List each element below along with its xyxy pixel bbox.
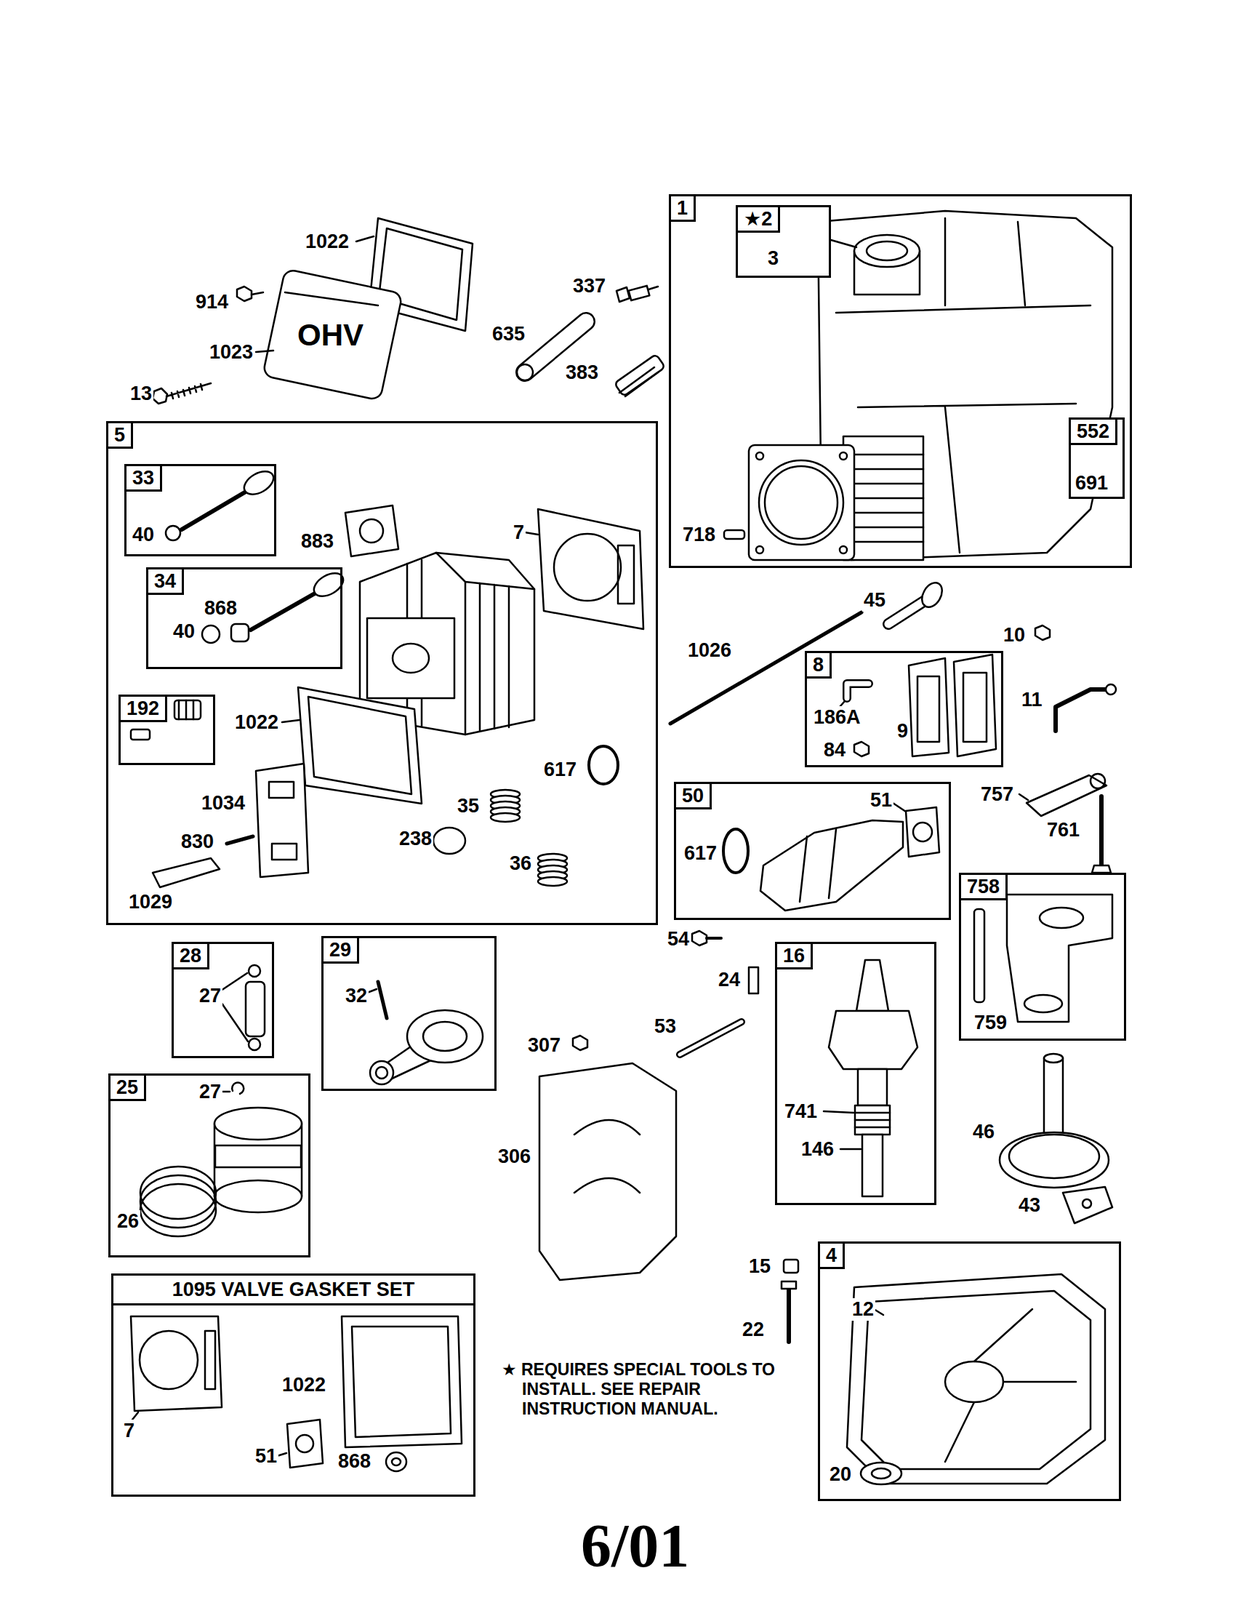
install-note: ★ REQUIRES SPECIAL TOOLS TO INSTALL. SEE… bbox=[501, 1359, 794, 1419]
group-number: 8 bbox=[806, 652, 832, 679]
callout-number: 26 bbox=[115, 1209, 141, 1233]
group-number: 5 bbox=[108, 423, 134, 449]
callout-number: 759 bbox=[972, 1011, 1009, 1034]
group-heading: 1095 VALVE GASKET SET bbox=[113, 1275, 474, 1305]
callout-number: 868 bbox=[336, 1449, 373, 1473]
callout-number: 306 bbox=[496, 1145, 533, 1168]
callout-number: 9 bbox=[895, 719, 910, 743]
part-group-box: ★2 bbox=[735, 205, 831, 278]
group-number: 16 bbox=[777, 943, 813, 970]
callout-number: 914 bbox=[194, 290, 230, 314]
part-group-box: 1 ★2 552 bbox=[668, 194, 1132, 568]
group-number: 50 bbox=[676, 783, 712, 810]
callout-number: 617 bbox=[682, 841, 719, 865]
group-number: 25 bbox=[110, 1075, 147, 1101]
callout-number: 1022 bbox=[303, 230, 351, 253]
callout-number: 691 bbox=[1073, 471, 1110, 495]
callout-number: 238 bbox=[397, 827, 434, 850]
part-group-box: 4 bbox=[817, 1240, 1122, 1501]
callout-number: 54 bbox=[665, 927, 691, 951]
callout-number: 32 bbox=[343, 984, 369, 1007]
callout-number: 27 bbox=[197, 1080, 223, 1103]
page-date: 6/01 bbox=[580, 1510, 690, 1581]
callout-number: 15 bbox=[747, 1254, 773, 1278]
callout-number: 7 bbox=[122, 1419, 136, 1442]
callout-number: 20 bbox=[828, 1462, 853, 1486]
callout-number: 10 bbox=[1001, 623, 1027, 647]
part-group-box: 16 bbox=[774, 941, 937, 1205]
callout-number: 35 bbox=[455, 794, 481, 818]
callout-number: 883 bbox=[299, 529, 336, 553]
callout-number: 1022 bbox=[280, 1373, 328, 1396]
callout-number: 36 bbox=[508, 852, 533, 875]
group-number: 4 bbox=[820, 1243, 845, 1269]
group-number: 33 bbox=[126, 466, 163, 492]
group-number: 34 bbox=[148, 569, 184, 595]
callout-number: 12 bbox=[850, 1297, 876, 1321]
part-group-box: 34 bbox=[146, 567, 343, 669]
callout-number: 40 bbox=[171, 620, 197, 643]
callout-number: 11 bbox=[1019, 688, 1044, 712]
callout-number: 13 bbox=[128, 382, 154, 405]
callout-number: 1023 bbox=[207, 340, 255, 364]
callout-number: 84 bbox=[822, 738, 847, 762]
callout-number: 51 bbox=[253, 1444, 279, 1468]
group-number: 29 bbox=[323, 937, 360, 964]
part-group-box: 29 bbox=[321, 935, 497, 1091]
callout-number: 635 bbox=[490, 322, 527, 346]
part-group-box: 192 bbox=[118, 694, 216, 765]
callout-number: 1022 bbox=[233, 711, 280, 734]
callout-number: 186A bbox=[812, 705, 863, 729]
callout-number: 617 bbox=[542, 758, 578, 781]
callout-number: 46 bbox=[971, 1120, 996, 1143]
group-number: 1 bbox=[671, 196, 696, 222]
callout-number: 741 bbox=[782, 1099, 819, 1123]
callout-number: 307 bbox=[526, 1033, 562, 1057]
part-group-box: 28 bbox=[171, 941, 275, 1058]
callout-number: 53 bbox=[652, 1014, 678, 1038]
group-number: 28 bbox=[173, 943, 210, 970]
callout-number: 45 bbox=[862, 588, 887, 612]
cover-lettering: OHV bbox=[295, 318, 365, 352]
callout-number: 383 bbox=[564, 361, 600, 384]
callout-number: 1034 bbox=[199, 791, 247, 815]
callout-number: 27 bbox=[197, 984, 223, 1007]
callout-number: 3 bbox=[766, 247, 781, 270]
callout-number: 1026 bbox=[686, 639, 733, 662]
group-number: 758 bbox=[961, 874, 1008, 901]
callout-number: 40 bbox=[130, 523, 156, 546]
callout-number: 43 bbox=[1017, 1193, 1042, 1217]
callout-number: 7 bbox=[511, 521, 526, 544]
callout-number: 757 bbox=[979, 782, 1015, 806]
callout-number: 146 bbox=[799, 1137, 836, 1161]
callout-number: 24 bbox=[716, 968, 742, 991]
callout-number: 1029 bbox=[127, 890, 174, 914]
callout-number: 22 bbox=[740, 1318, 766, 1341]
group-number: 192 bbox=[120, 696, 168, 722]
callout-number: 830 bbox=[179, 830, 216, 853]
callout-number: 868 bbox=[202, 596, 239, 620]
callout-number: 761 bbox=[1045, 818, 1082, 842]
callout-number: 337 bbox=[571, 274, 608, 298]
group-number: ★2 bbox=[737, 207, 781, 233]
callout-number: 51 bbox=[868, 788, 894, 812]
callout-number: 718 bbox=[681, 523, 717, 546]
group-number: 552 bbox=[1070, 419, 1118, 445]
